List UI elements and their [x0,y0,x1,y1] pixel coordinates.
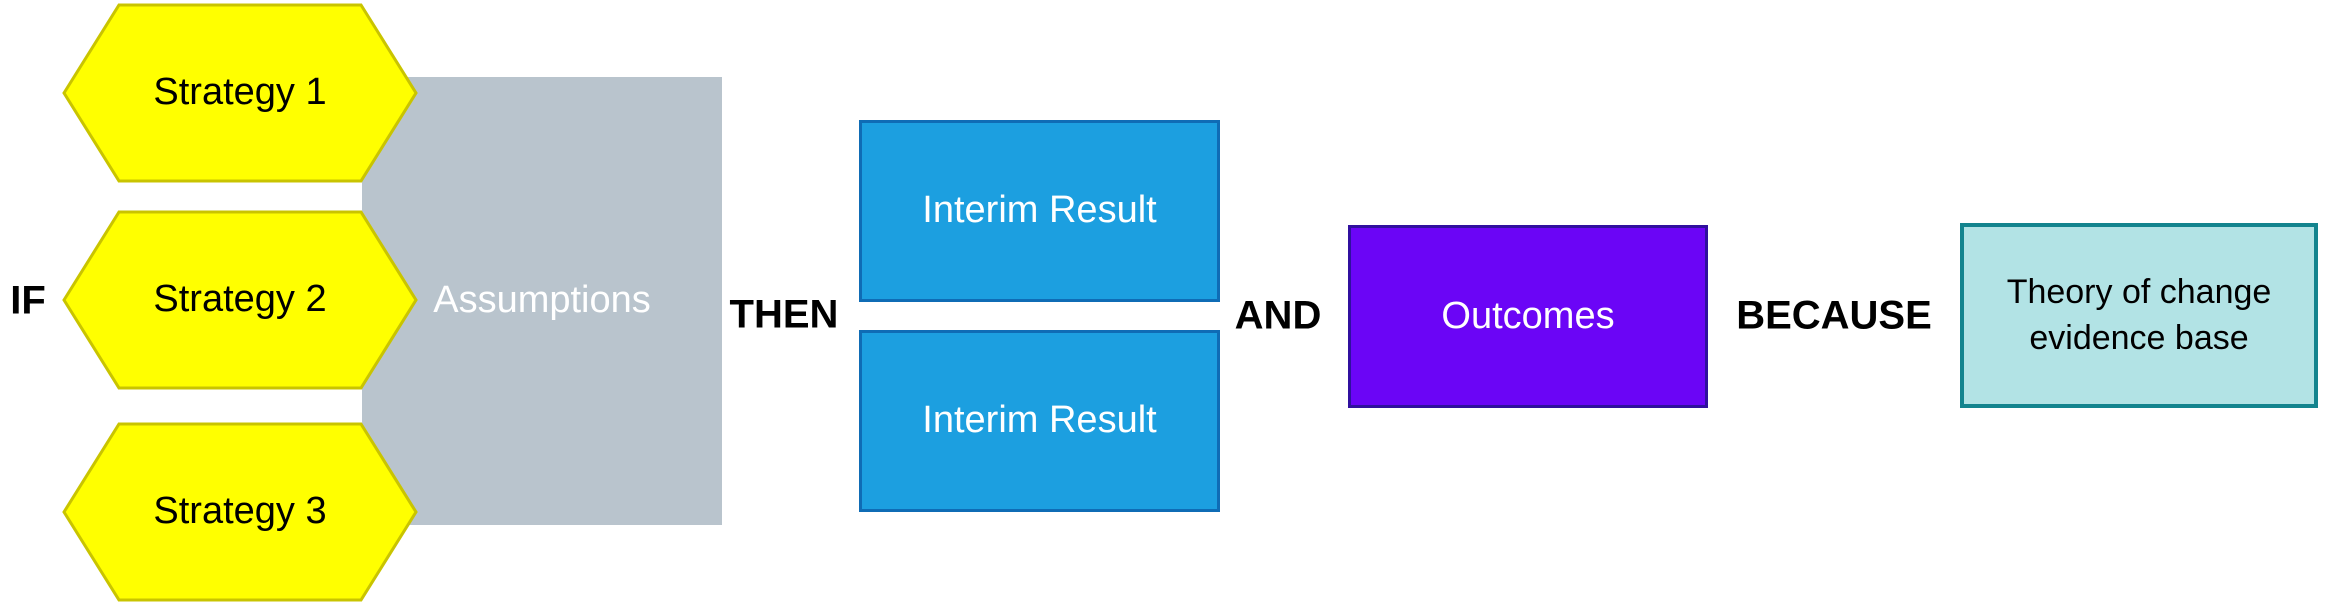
strategy-1-hexagon: Strategy 1 [62,3,418,183]
interim-result-2-label: Interim Result [922,399,1157,442]
hexagon-shape [62,3,418,183]
strategy-2-hexagon: Strategy 2 [62,210,418,390]
assumptions-label: Assumptions [433,279,651,322]
evidence-base-label: Theory of change evidence base [2006,273,2272,357]
strategy-1-label: Strategy 1 [153,71,327,114]
strategy-2-label: Strategy 2 [153,278,327,321]
interim-result-1-label: Interim Result [922,189,1157,232]
if-connector-label: IF [10,278,46,323]
hexagon-shape [62,422,418,602]
hexagon-shape [62,210,418,390]
interim-result-box-2: Interim Result [859,330,1220,512]
and-connector-label: AND [1234,293,1322,338]
outcomes-box: Outcomes [1348,225,1708,408]
strategy-3-label: Strategy 3 [153,490,327,533]
because-connector-label: BECAUSE [1736,293,1932,338]
strategy-3-hexagon: Strategy 3 [62,422,418,602]
then-connector-label: THEN [729,292,839,337]
evidence-base-box: Theory of change evidence base [1960,223,2318,408]
assumptions-box: Assumptions [362,77,722,525]
interim-result-box-1: Interim Result [859,120,1220,302]
outcomes-label: Outcomes [1441,294,1615,337]
